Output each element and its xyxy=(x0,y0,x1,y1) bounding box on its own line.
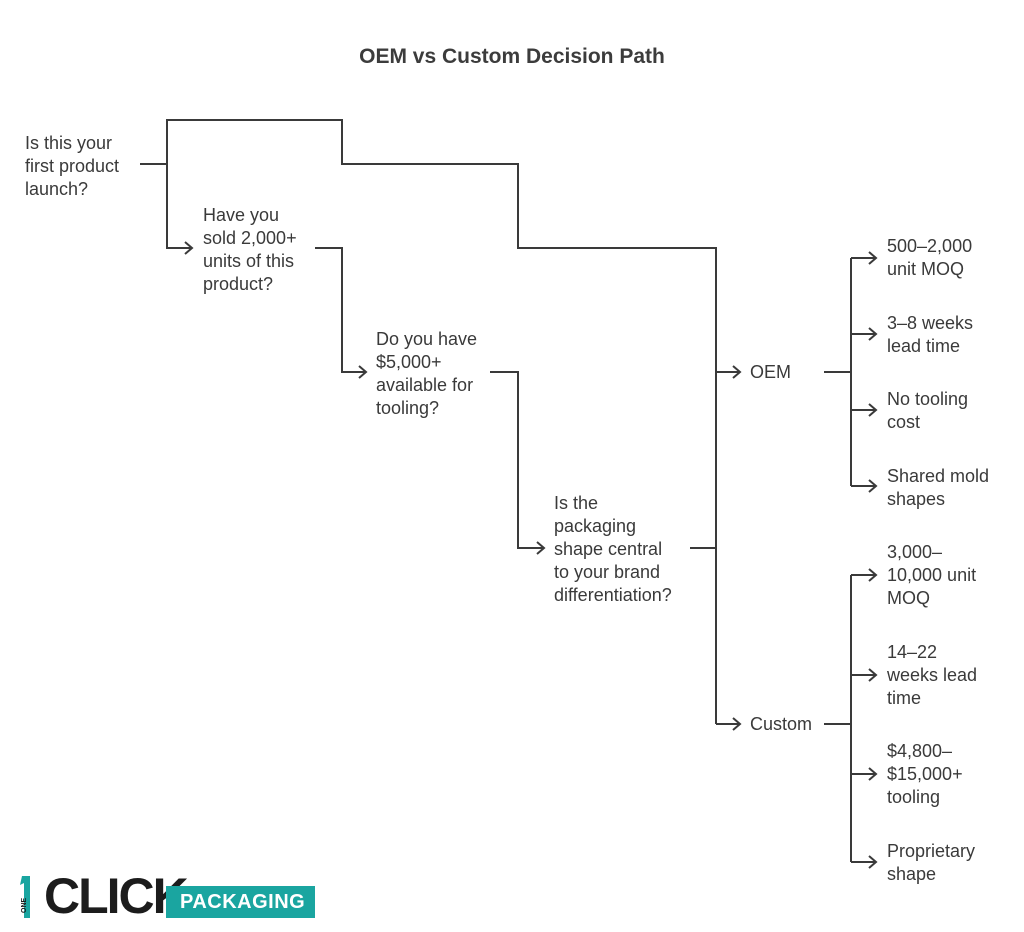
connector-custom-details xyxy=(824,575,852,862)
diagram-title: OEM vs Custom Decision Path xyxy=(359,45,665,68)
oem-detail-shapes: Shared mold shapes xyxy=(887,466,990,509)
connector-oem-details xyxy=(824,258,852,486)
logo-one-mark: ONE xyxy=(20,876,30,918)
connector-q2 xyxy=(315,247,366,373)
question-tooling-budget: Do you have $5,000+ available for toolin… xyxy=(376,329,478,418)
custom-detail-lead-time: 14–22 weeks lead time xyxy=(887,642,978,708)
question-shape-central: Is the packaging shape central to your b… xyxy=(554,493,672,605)
outcome-oem: OEM xyxy=(750,362,792,382)
logo-badge: PACKAGING xyxy=(166,886,316,918)
connector-q3 xyxy=(490,371,544,549)
arrow-q2 xyxy=(184,241,194,255)
arrow-q3 xyxy=(358,365,368,379)
svg-text:ONE: ONE xyxy=(21,898,28,914)
question-first-launch: Is this your first product launch? xyxy=(25,133,120,199)
logo-wordmark: CLICK xyxy=(44,868,189,924)
connector-q1 xyxy=(140,119,717,724)
connector-q1-to-q2 xyxy=(166,164,192,249)
oem-detail-tooling: No tooling cost xyxy=(887,389,969,432)
custom-detail-moq: 3,000– 10,000 unit MOQ xyxy=(887,542,977,608)
arrow-oem xyxy=(732,365,742,379)
oem-detail-moq: 500–2,000 unit MOQ xyxy=(887,236,973,279)
brand-logo: ONE CLICK PACKAGING xyxy=(16,868,316,924)
custom-detail-tooling: $4,800– $15,000+ tooling xyxy=(887,741,963,807)
question-units-sold: Have you sold 2,000+ units of this produ… xyxy=(203,205,297,294)
oem-detail-lead-time: 3–8 weeks lead time xyxy=(887,313,974,356)
outcome-custom: Custom xyxy=(750,714,813,734)
custom-detail-shape: Proprietary shape xyxy=(887,841,976,884)
arrow-q4 xyxy=(536,541,546,555)
arrow-custom xyxy=(732,717,742,731)
